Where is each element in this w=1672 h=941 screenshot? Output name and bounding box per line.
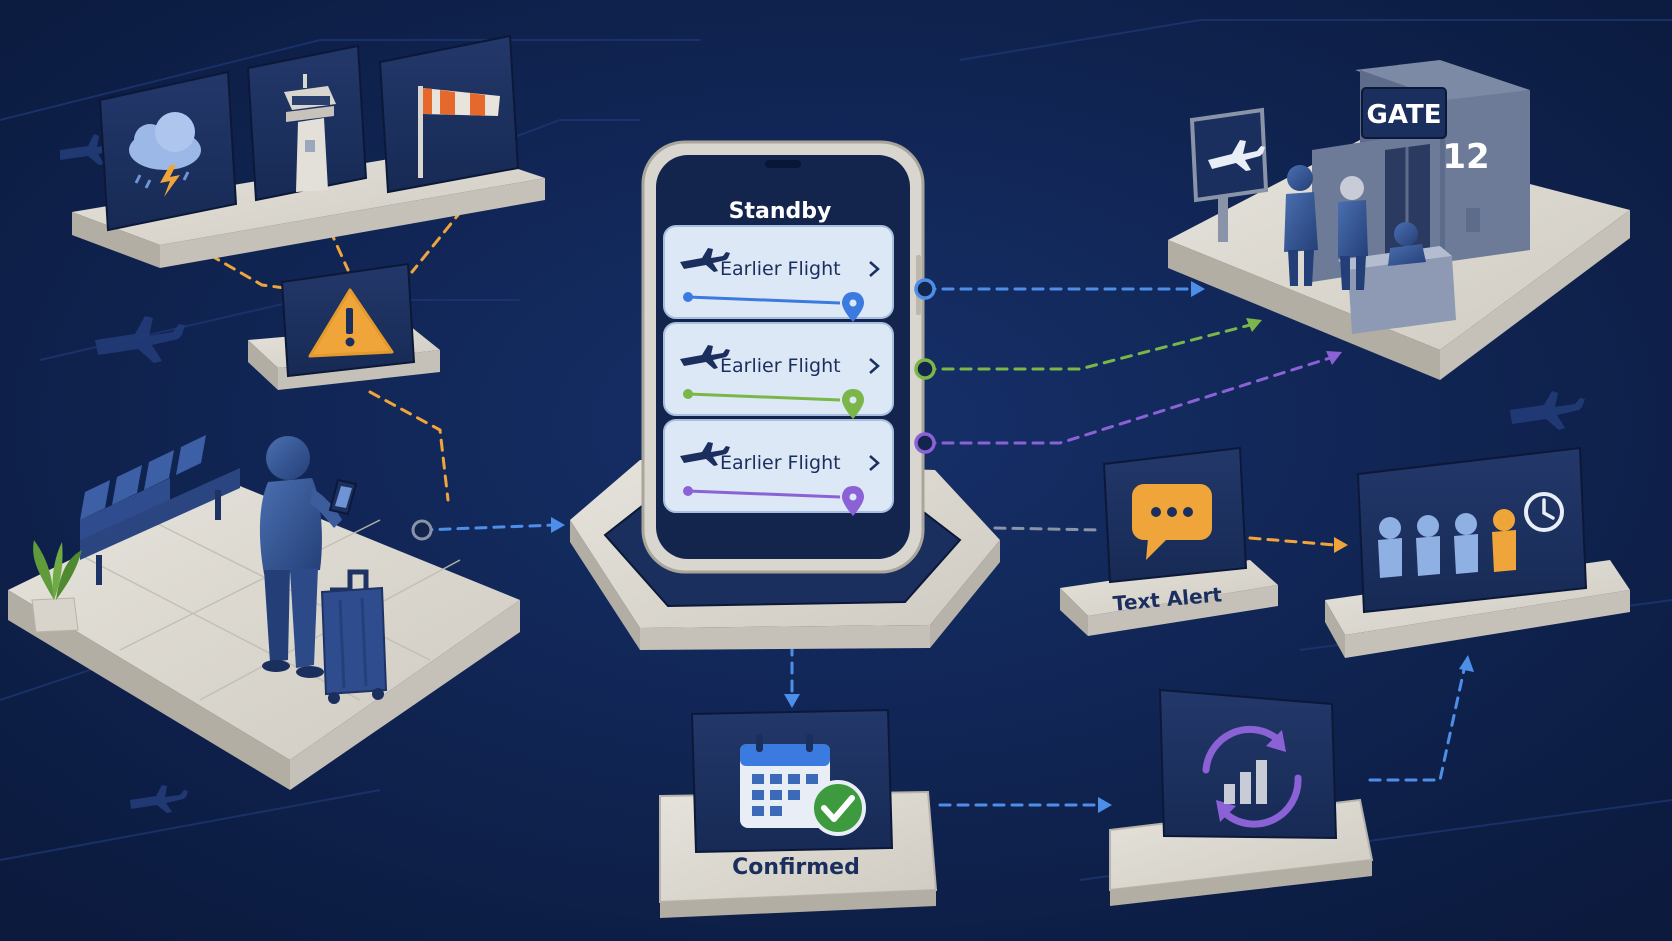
calendar-icon (740, 734, 830, 828)
text-alert-node: Text Alert (1060, 446, 1278, 636)
control-tower-card (246, 44, 368, 202)
windsock-icon (418, 86, 500, 178)
node-blue (914, 278, 936, 300)
chevron-right-icon (869, 261, 880, 277)
location-pin-icon (842, 389, 864, 419)
airplane-icon (1208, 140, 1265, 171)
refresh-chart-icon (1202, 725, 1302, 828)
arrowhead-refresh (1098, 797, 1112, 813)
earlier-flight-option-2[interactable]: Earlier Flight (663, 322, 894, 419)
arrowhead-queue-up (1459, 655, 1474, 672)
storm-card (98, 70, 238, 232)
airplane-icon (680, 345, 730, 369)
warning-icon (308, 288, 394, 358)
control-tower-icon (284, 74, 336, 192)
standby-queue-node (1325, 446, 1630, 658)
gate-number: 12 (1442, 137, 1489, 177)
clock-icon (1524, 492, 1564, 532)
connector-weather-to-alert-3 (208, 253, 302, 292)
earlier-flight-label-2: Earlier Flight (720, 355, 841, 377)
traveler-waiting-platform (8, 435, 520, 790)
waiting-passengers (1284, 165, 1368, 290)
arrowhead-alert-to-queue (1334, 537, 1348, 553)
arrowhead-traveler-to-phone (551, 517, 565, 533)
disruption-warning-platform (248, 262, 440, 390)
suitcase (320, 569, 388, 704)
confirmed-node: Confirmed (659, 708, 938, 918)
chevron-right-icon (869, 358, 880, 374)
location-pin-icon (842, 486, 864, 516)
node-purple (914, 432, 936, 454)
arrowhead-confirmed (784, 694, 800, 708)
arrowhead-gate-purple (1326, 351, 1342, 365)
traveler-figure (259, 436, 358, 678)
standby-header: Standby (729, 199, 832, 224)
node-traveler (411, 519, 433, 541)
storm-cloud-icon (129, 112, 201, 197)
connector-nodes (411, 278, 936, 541)
windsock-card (378, 34, 520, 194)
location-pin-icon (842, 292, 864, 322)
gate-sign-label: GATE (1367, 100, 1442, 130)
connector-alert-to-queue (1248, 536, 1337, 547)
airplane-icon (680, 248, 730, 272)
standby-phone: Standby Earlier Flight Earlier Flight (641, 140, 925, 574)
arrowhead-gate-green (1246, 318, 1262, 332)
arrowhead-gate-blue (1191, 281, 1205, 297)
earlier-flight-label-3: Earlier Flight (720, 452, 841, 474)
connector-traveler-to-phone (420, 523, 557, 532)
queue-people-icon (1378, 509, 1516, 578)
node-green (914, 358, 936, 380)
reaccommodation-node (1109, 688, 1374, 906)
gate-sign-board (1361, 87, 1447, 139)
check-icon (810, 780, 866, 836)
connector-refresh-to-queue (1368, 663, 1467, 782)
connector-weather-to-alert-2 (410, 208, 464, 274)
departure-sign (1189, 107, 1269, 242)
phone-in-hand-icon (328, 478, 358, 516)
connector-arrowheads (551, 281, 1474, 813)
connector-phone-to-alert (993, 526, 1102, 532)
background-plane-marks (60, 134, 1585, 813)
airplane-icon (680, 442, 730, 466)
weather-conditions-platform (72, 34, 545, 268)
connector-alert-to-traveler (368, 390, 450, 502)
connector-phone-to-gate-green (923, 323, 1252, 371)
earlier-flight-option-1[interactable]: Earlier Flight (663, 225, 894, 322)
potted-plant (31, 540, 82, 633)
gate-platform: GATE 12 (1168, 60, 1630, 380)
earlier-flight-label-1: Earlier Flight (720, 258, 841, 280)
chevron-right-icon (869, 455, 880, 471)
waiting-chairs (80, 435, 240, 585)
chat-bubble-icon (1132, 484, 1212, 560)
connector-phone-to-gate-purple (923, 356, 1332, 445)
gate-agent-desk (1338, 222, 1456, 334)
confirmed-label: Confirmed (732, 855, 860, 880)
earlier-flight-option-3[interactable]: Earlier Flight (663, 419, 894, 516)
